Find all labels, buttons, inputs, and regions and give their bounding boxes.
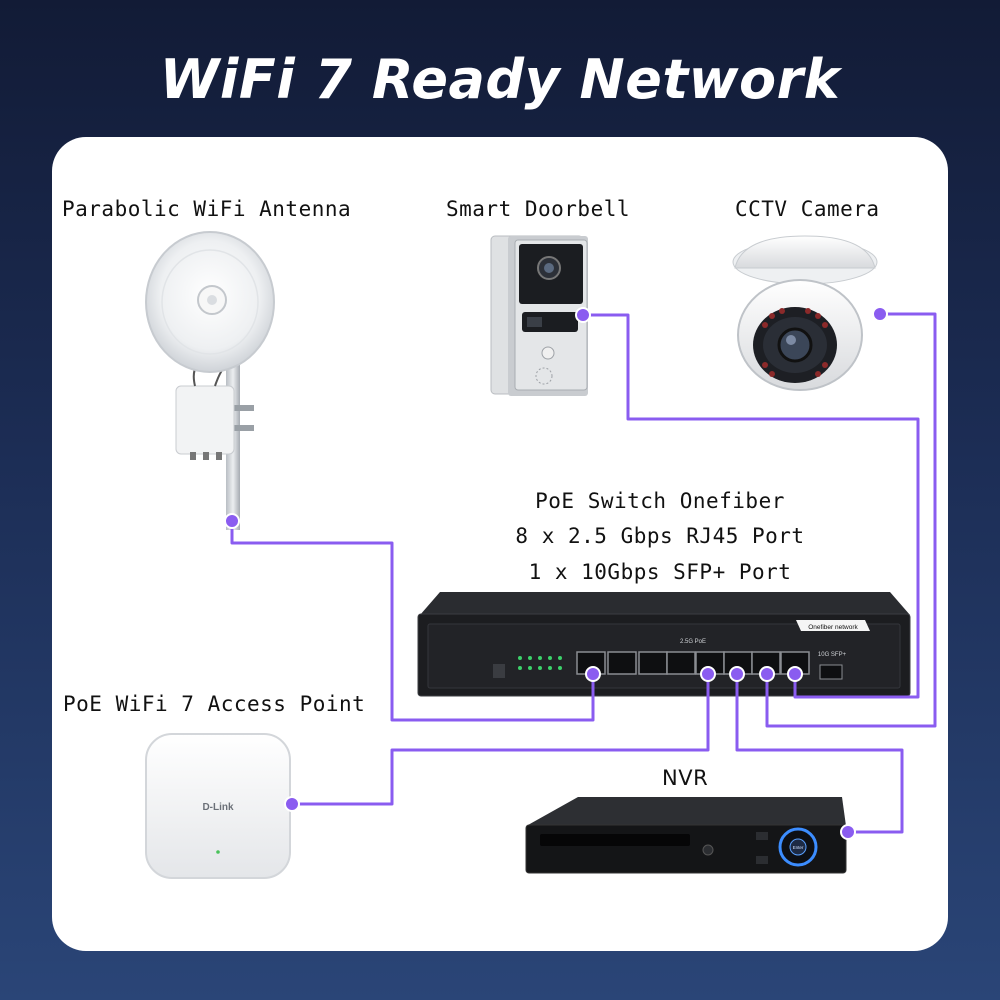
switch-port-dot-cctv [759,666,775,682]
cctv-label: CCTV Camera [735,197,880,221]
wire-antenna-to-switch [230,521,595,722]
cctv-camera-image [732,235,878,391]
nvr-connection-dot [840,824,856,840]
page-title: WiFi 7 Ready Network [159,48,841,111]
switch-port-dot-doorbell [787,666,803,682]
wire-nvr-to-switch [735,674,904,834]
switch-brand-text: Onefiber network [808,624,858,631]
switch-port-dot-access-point [700,666,716,682]
wire-doorbell-to-switch [583,313,920,699]
switch-speed-text: 2.5G PoE [680,639,706,645]
wire-cctv-to-switch [765,312,937,728]
switch-port-dot-nvr [729,666,745,682]
antenna-connection-dot [224,513,240,529]
antenna-label: Parabolic WiFi Antenna [62,197,352,221]
switch-sfp-text: 10G SFP+ [818,652,847,658]
wire-access-point-to-switch [292,674,710,806]
access-point-label: PoE WiFi 7 Access Point [63,692,366,716]
doorbell-label: Smart Doorbell [446,197,631,221]
parabolic-antenna-image [145,231,275,530]
access-point-image: D-Link [145,733,291,879]
poe-switch-image: Onefiber network 2.5G PoE 10G SFP+ [417,592,911,697]
switch-label-line-3: 1 x 10Gbps SFP+ Port [528,560,792,584]
switch-port-dot-antenna [585,666,601,682]
ap-brand-text: D-Link [202,802,234,813]
access-point-connection-dot [284,796,300,812]
switch-label-line-2: 8 x 2.5 Gbps RJ45 Port [515,524,805,548]
smart-doorbell-image [490,235,588,396]
nvr-button-text: Enter [793,845,804,850]
switch-label-line-1: PoE Switch Onefiber [535,489,785,513]
doorbell-connection-dot [575,307,591,323]
cctv-connection-dot [872,306,888,322]
nvr-image: Enter [525,797,847,874]
nvr-label: NVR [662,766,709,790]
